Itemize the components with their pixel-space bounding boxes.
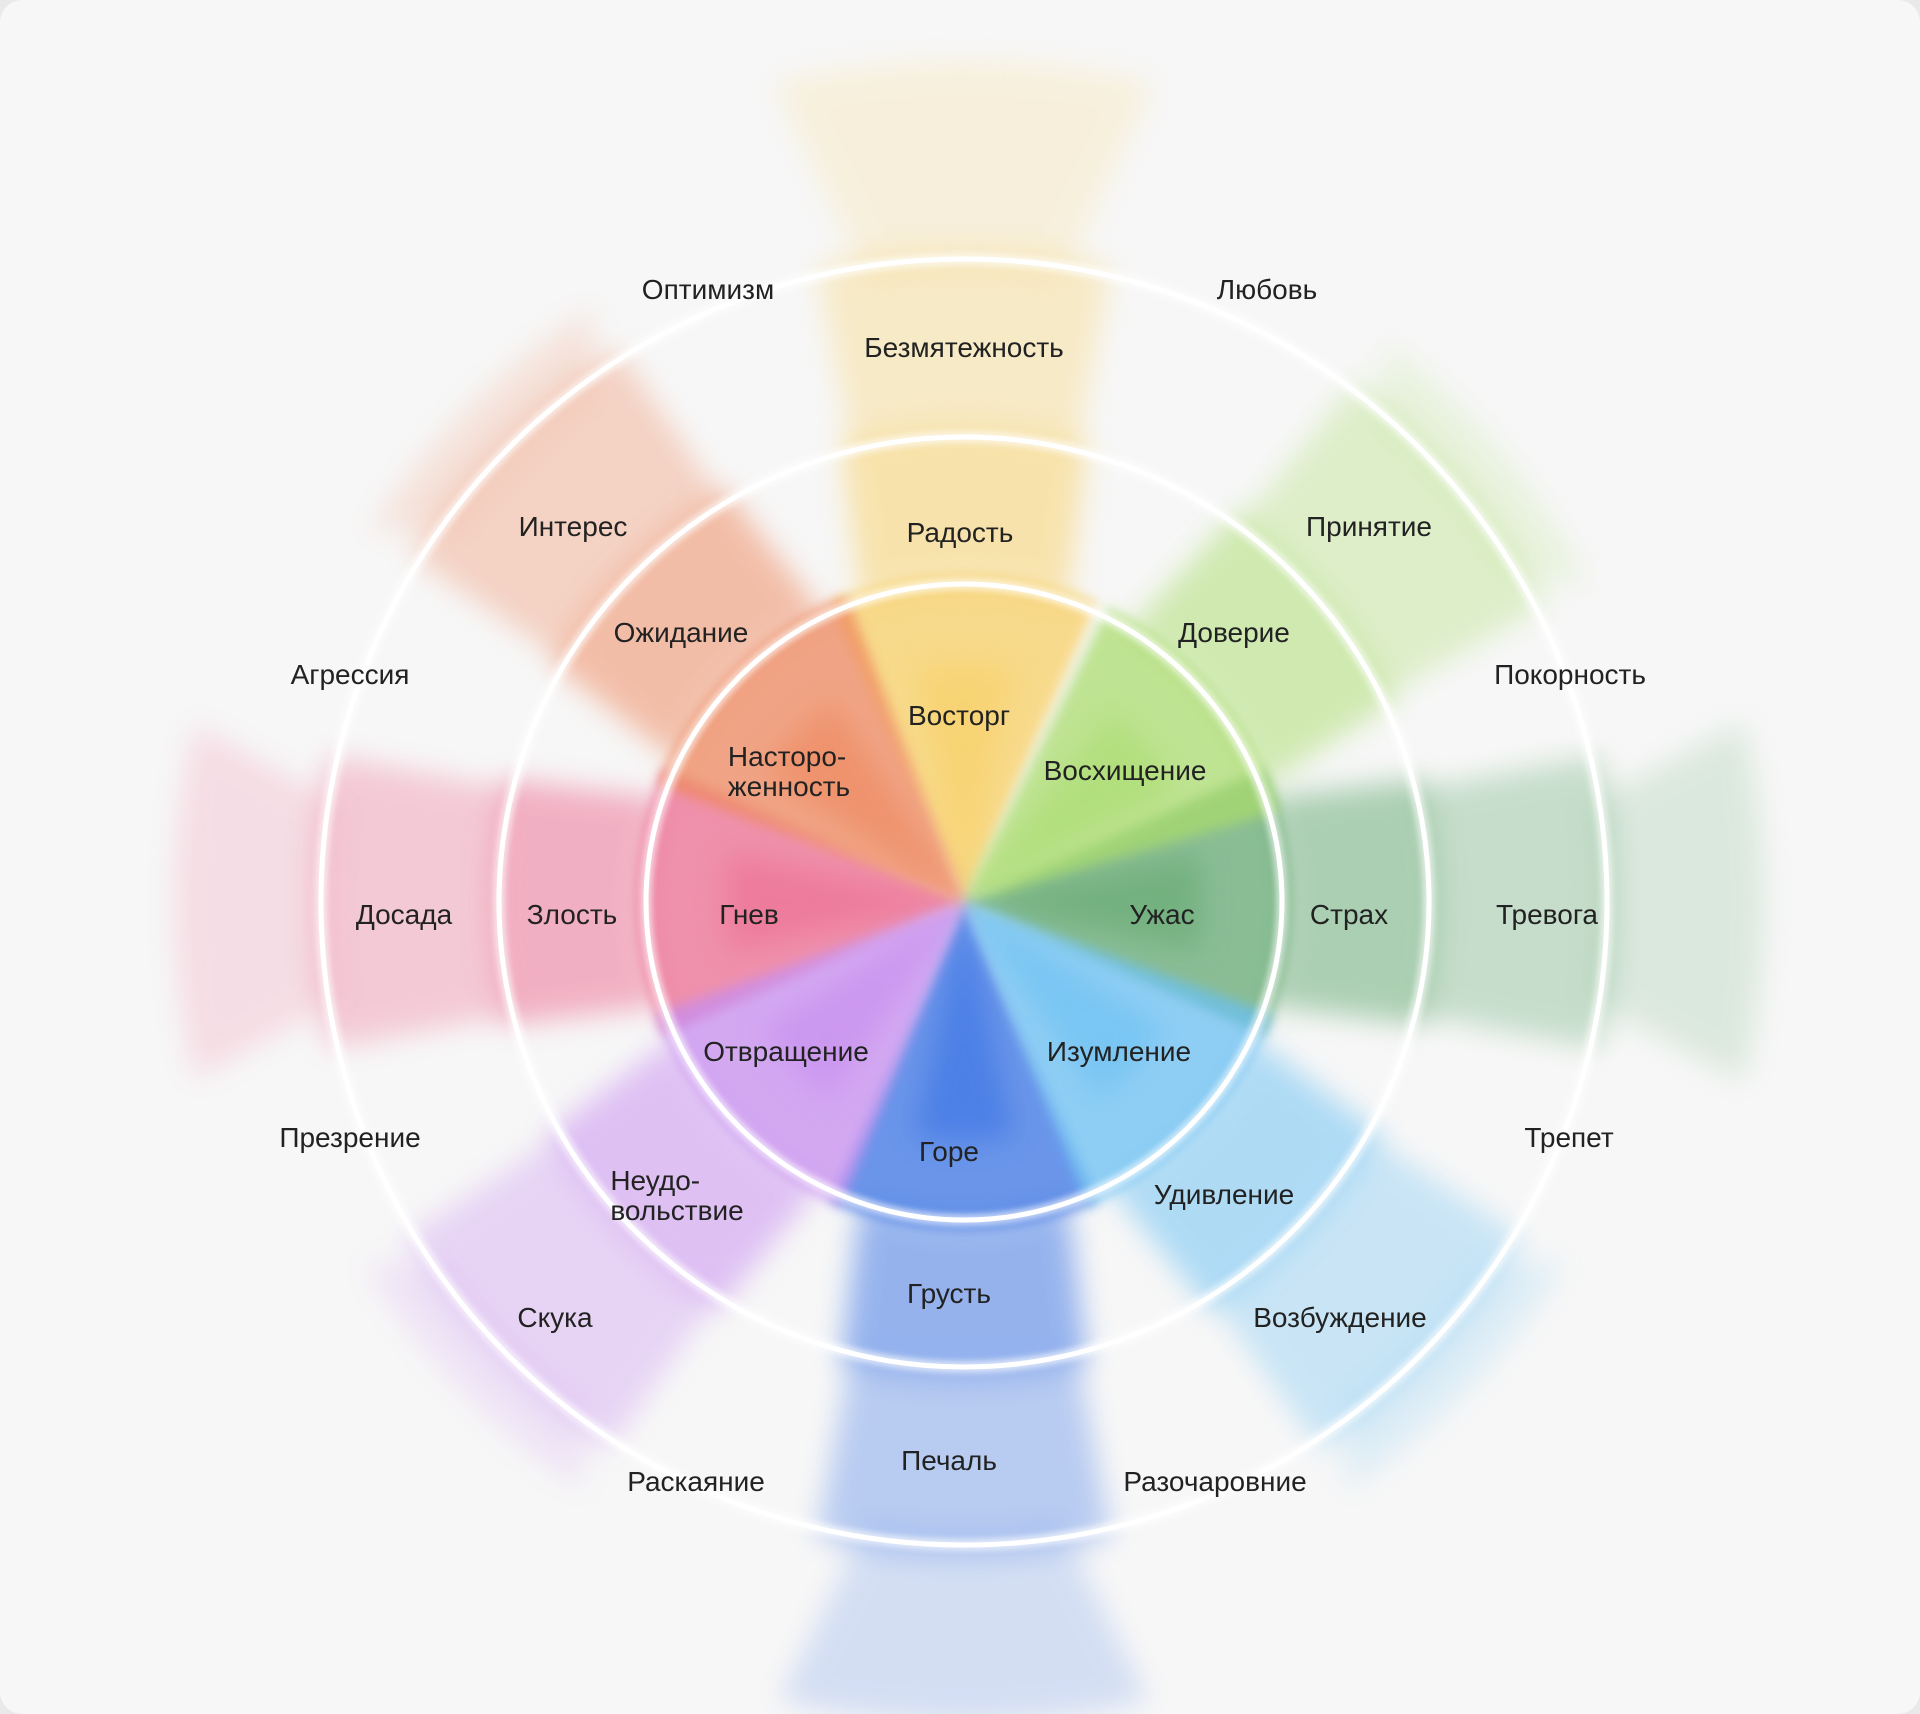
label-sadness-middle: Грусть — [907, 1278, 991, 1309]
petal-tip — [173, 724, 339, 1080]
petal-fear — [964, 722, 1765, 1082]
petal-core — [964, 714, 1175, 902]
label-fear-inner: Ужас — [1129, 899, 1195, 930]
petal-middle-band — [841, 1202, 1087, 1377]
ring-outer — [318, 256, 1610, 1548]
petal-tip — [1379, 342, 1588, 585]
petal-core — [914, 902, 1014, 1141]
petal-core — [914, 663, 1014, 902]
petal-middle-band — [1108, 1036, 1380, 1310]
label-dyad: Оптимизм — [641, 274, 775, 305]
label-surprise-outer: Возбуждение — [1253, 1302, 1427, 1333]
label-trust-middle: Доверие — [1178, 617, 1290, 648]
label-joy-inner: Восторг — [907, 700, 1011, 731]
label-joy-middle: Радость — [906, 517, 1014, 548]
label-sadness-outer: Печаль — [901, 1445, 997, 1476]
label-surprise-middle: Удивление — [1153, 1179, 1295, 1210]
label-dyad: Покорность — [1494, 659, 1646, 690]
label-dyad: Любовь — [1216, 274, 1318, 305]
label-surprise-inner: Изумление — [1046, 1036, 1192, 1067]
label-disgust-inner: Отвращение — [703, 1036, 869, 1067]
label-disgust-outer: Скука — [517, 1302, 593, 1333]
label-anticipation-inner: Насторо- женность — [727, 741, 851, 802]
label-dyad: Трепет — [1524, 1122, 1614, 1153]
petal-anger — [173, 724, 964, 1080]
petal-outer-band — [1237, 380, 1546, 699]
petal-outer-band — [404, 1134, 718, 1450]
label-disgust-middle: Неудо- вольствие — [610, 1165, 744, 1226]
label-dyad: Агрессия — [290, 659, 410, 690]
label-anger-middle: Злость — [526, 899, 618, 930]
petal-middle-band — [1127, 512, 1395, 789]
petal-joy — [775, 61, 1153, 902]
petal-core — [761, 902, 964, 1100]
petal-core — [964, 852, 1203, 952]
ring-middle — [496, 434, 1432, 1370]
petal-middle-band — [489, 779, 664, 1025]
petal-outer-band — [817, 249, 1111, 451]
petal-sadness — [779, 902, 1149, 1714]
label-anger-inner: Гнев — [719, 899, 779, 930]
label-anger-outer: Досада — [355, 899, 453, 930]
petal-disgust — [363, 902, 964, 1490]
petal-tip — [775, 61, 1153, 277]
petal-core — [964, 902, 1167, 1100]
label-trust-inner: Восхищение — [1043, 755, 1207, 786]
petal-outer-band — [817, 1353, 1111, 1556]
label-anticipation-outer: Интерес — [518, 511, 628, 542]
petal-tip — [1344, 1262, 1565, 1490]
petal-surprise — [964, 902, 1565, 1490]
petal-middle-band — [552, 490, 825, 763]
petal-outer-band — [410, 348, 725, 663]
petal-middle-band — [1264, 779, 1439, 1025]
petal-outer-band — [1415, 755, 1618, 1049]
petal-tip — [363, 1262, 584, 1490]
petal-middle-band — [841, 427, 1087, 602]
ring-inner — [643, 581, 1285, 1223]
label-fear-outer: Тревога — [1496, 899, 1598, 930]
petal-core — [763, 701, 964, 902]
label-anticipation-middle: Ожидание — [613, 617, 749, 648]
label-fear-middle: Страх — [1309, 899, 1389, 930]
petal-middle-band — [548, 1036, 820, 1310]
petal-core — [725, 852, 964, 952]
label-dyad: Разочаровние — [1123, 1466, 1307, 1497]
label-dyad: Раскаяние — [627, 1466, 765, 1497]
label-trust-outer: Принятие — [1306, 511, 1432, 542]
label-joy-outer: Безмятежность — [864, 332, 1064, 363]
petal-outer-band — [1210, 1134, 1524, 1450]
petal-anticipation — [370, 308, 964, 902]
petal-tip — [1589, 722, 1765, 1082]
petal-tip — [779, 1527, 1149, 1714]
petal-tip — [370, 308, 594, 532]
petal-outer-band — [311, 755, 513, 1049]
label-sadness-inner: Горе — [918, 1136, 980, 1167]
label-dyad: Презрение — [279, 1122, 421, 1153]
